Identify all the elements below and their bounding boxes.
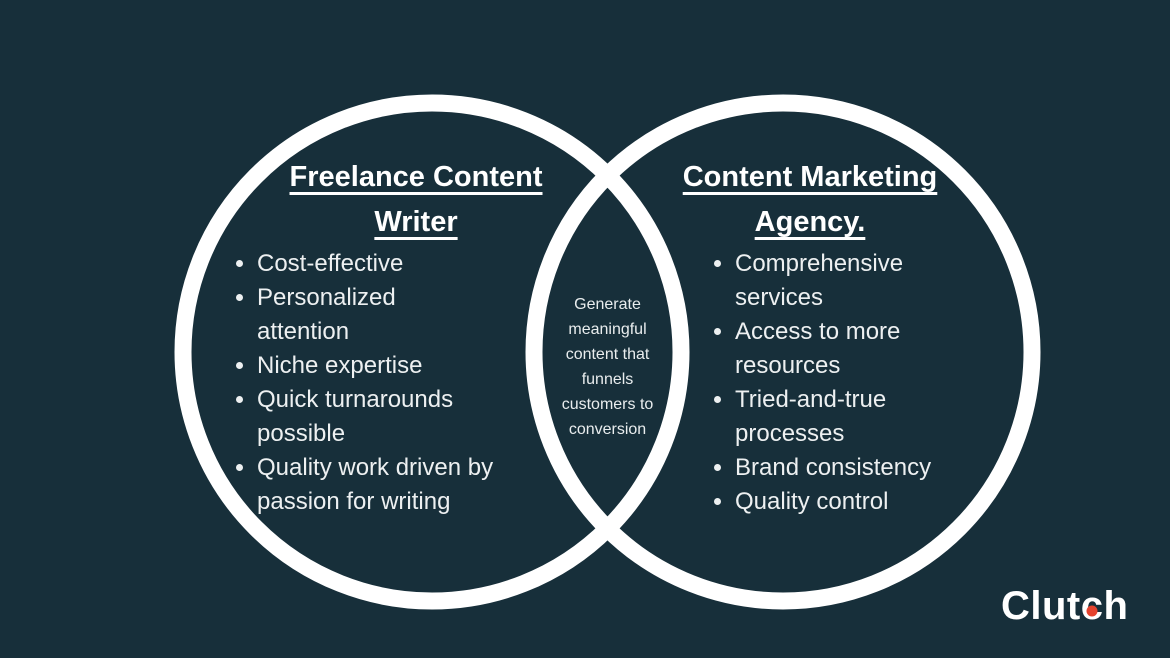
list-item: Quality work driven by passion for writi…	[257, 451, 557, 519]
list-item: Quick turnarounds possible	[257, 383, 557, 451]
right-circle-outline	[525, 94, 1041, 610]
left-circle-outline	[174, 94, 690, 610]
overlap-text: Generate meaningful content that funnels…	[561, 296, 654, 438]
logo-text-start: Clut	[1001, 584, 1081, 628]
list-item: Personalized attention	[257, 281, 557, 349]
right-circle-list: Comprehensive servicesAccess to more res…	[709, 247, 1035, 519]
left-circle-list: Cost-effectivePersonalized attentionNich…	[231, 247, 557, 519]
list-item: Quality control	[735, 485, 1035, 519]
list-item: Niche expertise	[257, 349, 557, 383]
list-item: Access to more resources	[735, 315, 1035, 383]
list-item: Cost-effective	[257, 247, 557, 281]
logo-text-end: h	[1103, 584, 1129, 628]
list-item: Tried-and-true processes	[735, 383, 1035, 451]
right-circle-title: Content Marketing Agency.	[682, 161, 938, 238]
clutch-logo: Clutch	[1001, 584, 1128, 629]
list-item: Comprehensive services	[735, 247, 1035, 315]
left-circle-title: Freelance Content Writer	[289, 161, 543, 238]
logo-letter-c: c	[1081, 584, 1104, 629]
logo-dot-icon	[1086, 605, 1098, 617]
list-item: Brand consistency	[735, 451, 1035, 485]
